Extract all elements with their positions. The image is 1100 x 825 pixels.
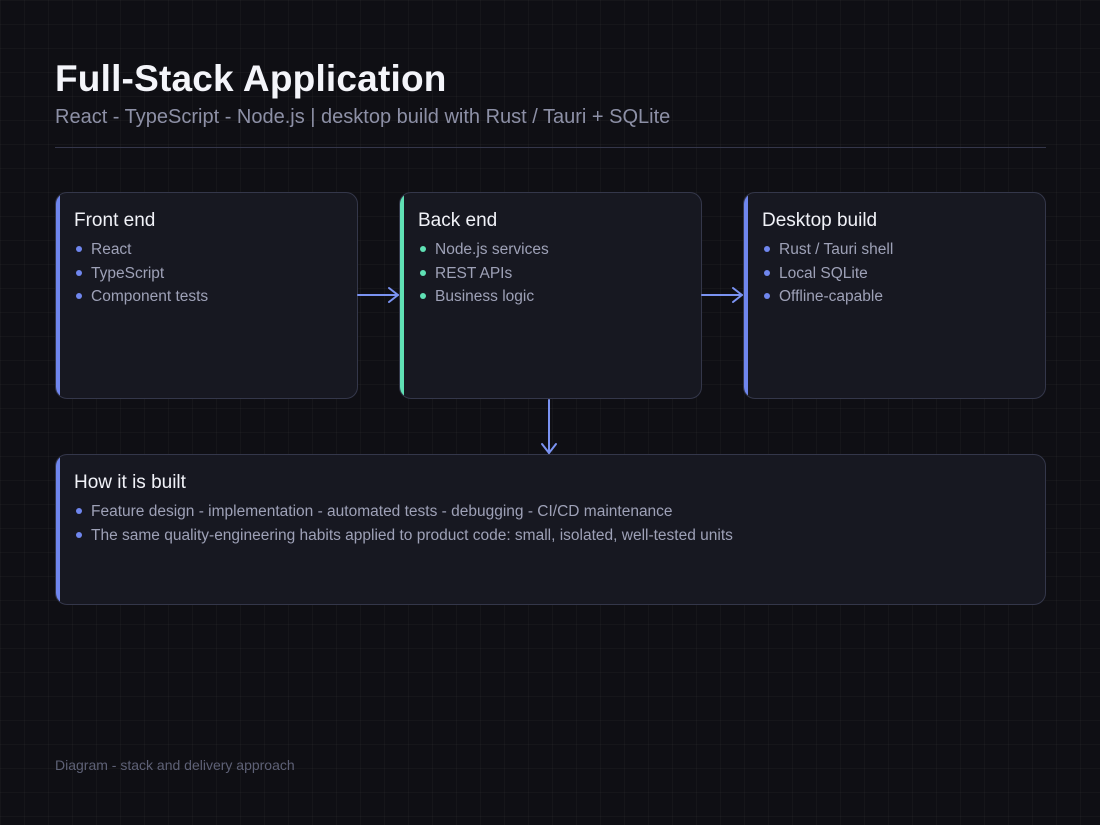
bullet-dot-icon (76, 293, 82, 299)
bullet-dot-icon (76, 269, 82, 276)
list-item: Node.js services (418, 238, 549, 262)
bullet-dot-icon (76, 531, 82, 538)
bullet-dot-icon (76, 246, 82, 252)
list-item: TypeScript (74, 262, 208, 286)
list-item-label: Business logic (435, 288, 535, 305)
process-card: How it is built Feature design - impleme… (55, 454, 1046, 605)
list-item: Business logic (418, 285, 549, 309)
list-item-label: Offline-capable (779, 288, 883, 305)
backend-card-title: Back end (418, 210, 498, 231)
bullet-dot-icon (76, 508, 82, 514)
bullet-dot-icon (420, 246, 426, 252)
list-item-label: The same quality-engineering habits appl… (91, 526, 733, 544)
backend-accent-bar (400, 193, 404, 398)
backend-to-process-arrow-icon (541, 399, 557, 454)
backend-item-list: Node.js services REST APIs Business logi… (418, 238, 549, 309)
bullet-dot-icon (420, 269, 426, 276)
frontend-item-list: React TypeScript Component tests (74, 238, 208, 309)
list-item: The same quality-engineering habits appl… (74, 524, 733, 548)
frontend-to-backend-arrow-icon (357, 287, 399, 303)
header-divider (55, 147, 1046, 148)
bullet-dot-icon (764, 293, 770, 299)
backend-to-desktop-arrow-icon (701, 287, 743, 303)
process-accent-bar (56, 455, 60, 604)
list-item: React (74, 238, 208, 262)
list-item: REST APIs (418, 262, 549, 286)
bullet-dot-icon (764, 246, 770, 252)
frontend-card: Front end React TypeScript Component tes… (55, 192, 358, 399)
page-title: Full-Stack Application (55, 58, 447, 99)
list-item-label: Local SQLite (779, 264, 868, 282)
desktop-card-title: Desktop build (762, 210, 878, 231)
list-item: Rust / Tauri shell (762, 238, 893, 262)
desktop-card: Desktop build Rust / Tauri shell Local S… (743, 192, 1046, 399)
list-item-label: Component tests (91, 288, 209, 305)
frontend-accent-bar (56, 193, 60, 398)
bullet-dot-icon (420, 293, 426, 299)
list-item-label: REST APIs (435, 264, 513, 282)
list-item: Component tests (74, 285, 208, 309)
list-item: Offline-capable (762, 285, 893, 309)
list-item: Feature design - implementation - automa… (74, 500, 733, 524)
list-item-label: Rust / Tauri shell (779, 241, 894, 258)
list-item-label: Node.js services (435, 241, 549, 258)
process-card-title: How it is built (74, 472, 186, 493)
bullet-dot-icon (764, 269, 770, 276)
page-subtitle: React - TypeScript - Node.js | desktop b… (55, 106, 671, 128)
desktop-accent-bar (744, 193, 748, 398)
diagram-caption: Diagram - stack and delivery approach (55, 757, 295, 773)
process-item-list: Feature design - implementation - automa… (74, 500, 733, 547)
list-item-label: Feature design - implementation - automa… (91, 503, 673, 520)
frontend-card-title: Front end (74, 210, 156, 231)
list-item: Local SQLite (762, 262, 893, 286)
backend-card: Back end Node.js services REST APIs Busi… (399, 192, 702, 399)
desktop-item-list: Rust / Tauri shell Local SQLite Offline-… (762, 238, 893, 309)
list-item-label: TypeScript (91, 264, 165, 282)
list-item-label: React (91, 241, 132, 258)
